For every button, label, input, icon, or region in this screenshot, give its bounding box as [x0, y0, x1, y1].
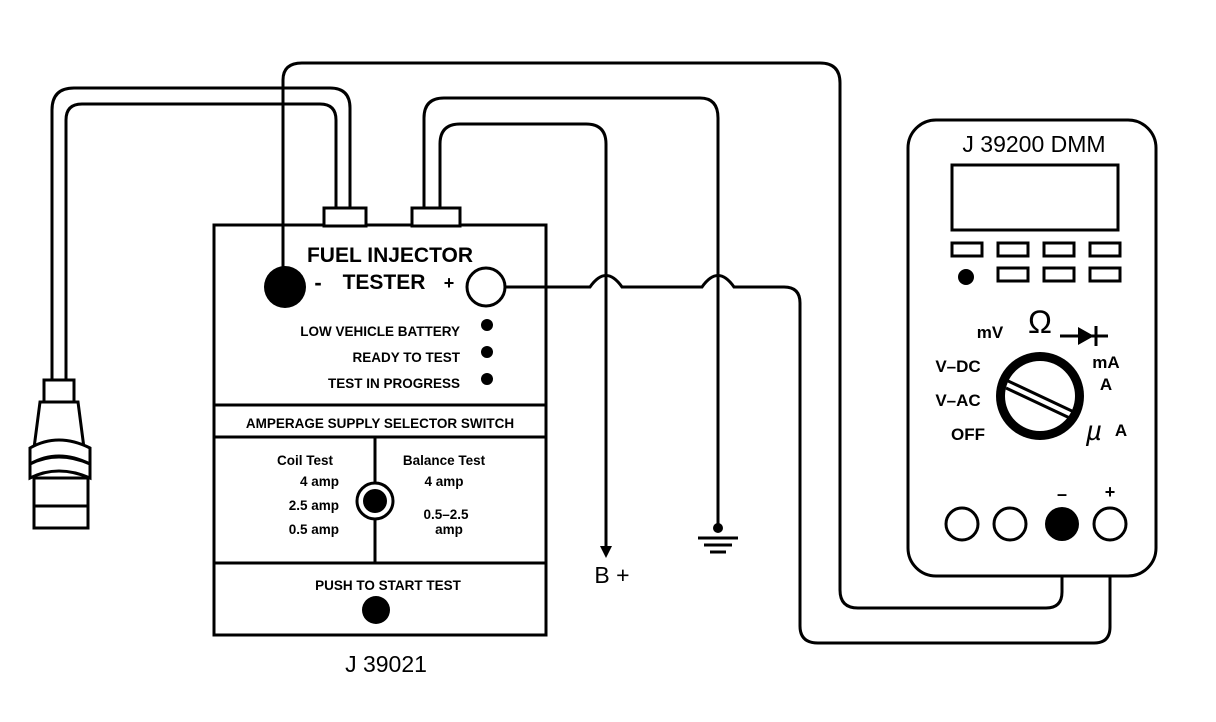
tester-title-line1: FUEL INJECTOR [307, 244, 473, 267]
b-plus-label: B + [594, 562, 629, 588]
dmm-test-leads [281, 61, 1112, 645]
coil-test-option: 2.5 amp [289, 498, 339, 513]
push-to-start-button[interactable] [362, 596, 390, 624]
tester-plus-label: + [444, 273, 455, 293]
dmm-minus-label: – [1057, 484, 1067, 504]
dmm-dial-mv: mV [977, 323, 1004, 342]
dmm-body [906, 118, 1158, 578]
balance-test-option: 0.5–2.5 [423, 507, 469, 522]
injector-connector [28, 378, 92, 530]
indicator-led-low-battery [481, 319, 493, 331]
dmm-plus-label: + [1105, 482, 1116, 502]
dmm-dial-vdc: V–DC [935, 357, 980, 376]
ground-symbol [698, 523, 738, 554]
dmm-display [950, 163, 1120, 232]
dmm-rotary-selector[interactable] [996, 352, 1084, 440]
dmm-dial-a: A [1100, 375, 1112, 394]
dmm-dial-microamp-a: A [1115, 421, 1127, 440]
selector-switch-title: AMPERAGE SUPPLY SELECTOR SWITCH [246, 416, 514, 431]
amperage-selector-knob[interactable] [355, 481, 395, 521]
dmm-dial-micro-symbol: µ [1085, 415, 1102, 446]
indicator-label-ready: READY TO TEST [352, 350, 460, 365]
b-plus-arrow [600, 546, 612, 558]
indicator-label-in-progress: TEST IN PROGRESS [328, 376, 460, 391]
dmm-input-jack[interactable] [944, 506, 980, 542]
indicator-led-in-progress [481, 373, 493, 385]
dmm-positive-jack[interactable] [1092, 506, 1128, 542]
diode-icon [1060, 326, 1108, 346]
balance-test-label: Balance Test [403, 453, 486, 468]
balance-test-option: amp [435, 522, 463, 537]
dmm-input-jack[interactable] [992, 506, 1028, 542]
tester-title-line2: TESTER [343, 271, 426, 294]
dmm-title: J 39200 DMM [962, 131, 1105, 157]
coil-test-option: 4 amp [300, 474, 339, 489]
balance-test-option: 4 amp [424, 474, 463, 489]
tester-positive-jack[interactable] [465, 266, 507, 308]
coil-test-option: 0.5 amp [289, 522, 339, 537]
tester-negative-jack[interactable] [264, 266, 306, 308]
dmm-dial-ohm: Ω [1028, 304, 1052, 340]
dmm-power-button[interactable] [958, 269, 974, 285]
dmm-dial-ma: mA [1092, 353, 1119, 372]
coil-test-label: Coil Test [277, 453, 334, 468]
tester-minus-label: - [314, 270, 321, 295]
tester-model-label: J 39021 [345, 651, 427, 677]
push-to-start-label: PUSH TO START TEST [315, 578, 462, 593]
injector-harness [50, 86, 352, 382]
power-leads [422, 96, 720, 548]
dmm-common-jack[interactable] [1045, 507, 1079, 541]
indicator-label-low-battery: LOW VEHICLE BATTERY [300, 324, 460, 339]
dmm-function-buttons[interactable] [950, 241, 1122, 283]
dmm-dial-vac: V–AC [935, 391, 980, 410]
indicator-led-ready [481, 346, 493, 358]
dmm-dial-off: OFF [951, 425, 985, 444]
